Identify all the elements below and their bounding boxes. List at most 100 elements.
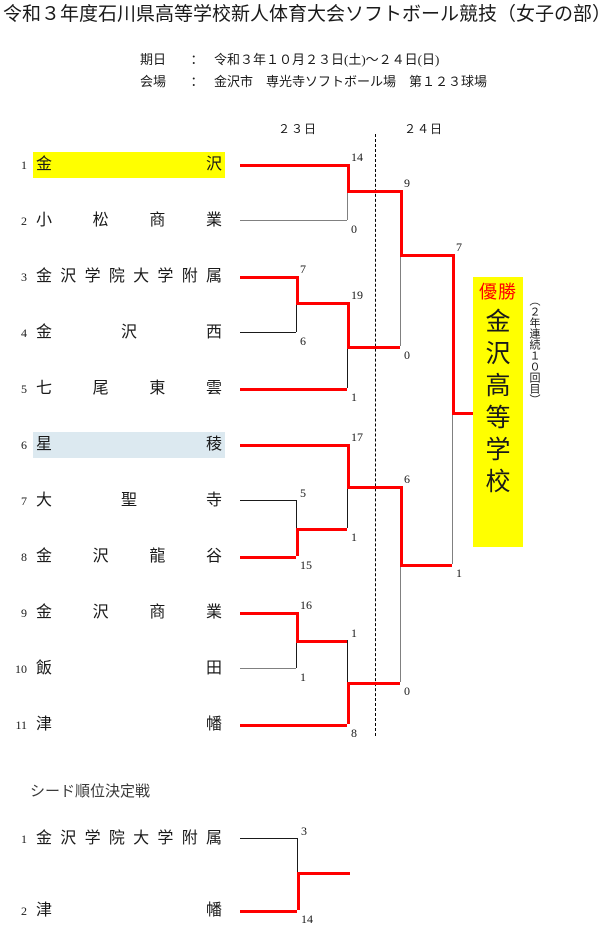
score-r2-shogyo: 1 [351, 626, 357, 640]
team-char: 沢 [92, 604, 109, 621]
team-char: 金 [36, 604, 53, 621]
team-char: 沢 [60, 268, 77, 285]
team-name-11: 津 幡 [33, 712, 225, 738]
bracket-connector-3v4-lose [296, 302, 297, 332]
bracket-connector-r2-top-win [347, 302, 350, 346]
bracket-connector-qf-top-lose [400, 254, 401, 346]
bracket-advance-seiryo-final [400, 564, 452, 567]
champion-box: 優勝 金 沢 高 等 学 校 [473, 277, 523, 547]
team-char: 幡 [205, 716, 222, 733]
team-char: 院 [108, 830, 125, 847]
seed-number: 1 [21, 158, 27, 172]
champion-name-char: 高 [485, 373, 511, 400]
bracket-advance-shogyo-r2 [296, 640, 347, 643]
champion-name-char: 学 [485, 437, 511, 464]
bracket-connector-r2-mid-win [347, 444, 350, 486]
bracket-connector-7v8-lose [296, 500, 297, 528]
team-char: 寺 [205, 492, 222, 509]
score-r1-komatsu: 0 [351, 222, 357, 236]
event-venue-label: 会場 [140, 74, 167, 89]
team-name-5: 七 尾 東 雲 [33, 376, 225, 402]
champion-name-char: 等 [485, 405, 511, 432]
team-char: 金 [36, 830, 53, 847]
seed-bracket-line-1 [240, 838, 297, 839]
team-char: 業 [205, 212, 222, 229]
champion-label: 優勝 [479, 282, 517, 302]
seed-number: 3 [21, 270, 27, 284]
team-char: 金 [36, 156, 53, 173]
score-qf-kanazawa: 9 [404, 176, 410, 190]
bracket-line-team8 [240, 556, 296, 559]
bracket-champion-stub [452, 412, 478, 415]
event-date-label: 期日 [140, 52, 167, 67]
bracket-connector-qf-top-win [400, 190, 403, 254]
seed-score-2: 14 [301, 912, 313, 926]
event-date-value: 令和３年１０月２３日(土)〜２４日(日) [214, 52, 440, 67]
bracket-connector-1v2-win [347, 164, 350, 190]
team-char: 業 [205, 604, 222, 621]
bracket-line-team6 [240, 444, 347, 447]
team-char: 学 [84, 830, 101, 847]
score-qf-gakuin: 0 [404, 348, 410, 362]
day-heading-24: ２４日 [404, 122, 444, 136]
bracket-connector-9v10-win [296, 612, 299, 640]
bracket-advance-ryukoku-r2 [296, 528, 347, 531]
champion-name: 金 沢 高 等 学 校 [485, 307, 510, 499]
bracket-advance-seiryo-sf [347, 486, 400, 489]
bracket-line-team10 [240, 668, 296, 669]
team-char: 大 [36, 492, 53, 509]
team-name-1: 金 沢 [33, 152, 225, 178]
bracket-line-team9 [240, 612, 296, 615]
team-char: 稜 [205, 436, 222, 453]
score-r2-seiryo: 17 [351, 430, 363, 444]
team-char: 属 [205, 830, 222, 847]
team-char: 龍 [149, 548, 166, 565]
score-r2-nanao: 1 [351, 390, 357, 404]
bracket-connector-final-lose [452, 412, 453, 564]
bracket-connector-9v10-lose [296, 640, 297, 668]
team-char: 津 [36, 716, 53, 733]
seed-playoff-team-1: 金 沢 学 院 大 学 附 属 [33, 826, 225, 852]
team-char: 星 [36, 436, 53, 453]
seed-number: 7 [21, 494, 27, 508]
event-venue-row: 会場：金沢市 専光寺ソフトボール場 第１２３球場 [140, 72, 487, 92]
team-char: 津 [36, 902, 53, 919]
score-r1-ryukoku: 15 [300, 558, 312, 572]
seed-bracket-line-2 [240, 910, 297, 913]
bracket-advance-gakuin-qf [347, 346, 400, 349]
team-char: 幡 [205, 902, 222, 919]
team-name-8: 金 沢 龍 谷 [33, 544, 225, 570]
seed-number: 8 [21, 550, 27, 564]
team-char: 飯 [36, 660, 53, 677]
bracket-connector-r2-top-lose [347, 346, 348, 388]
score-r2-ryukoku: 1 [351, 530, 357, 544]
seed-playoff-number: 2 [21, 904, 27, 918]
team-name-6: 星 稜 [33, 432, 225, 458]
day-heading-23: ２３日 [278, 122, 318, 136]
bracket-advance-kanazawa-qf [347, 190, 400, 193]
seed-number: 5 [21, 382, 27, 396]
team-char: 商 [149, 604, 166, 621]
page-title: 令和３年度石川県高等学校新人体育大会ソフトボール競技（女子の部） [3, 4, 600, 25]
team-char: 沢 [92, 548, 109, 565]
bracket-line-team3 [240, 276, 296, 279]
score-r2-gakuin: 19 [351, 288, 363, 302]
seed-number: 9 [21, 606, 27, 620]
team-char: 尾 [92, 380, 109, 397]
day-divider [375, 134, 376, 736]
team-char: 聖 [120, 492, 137, 509]
champion-name-char: 金 [485, 309, 511, 336]
seed-playoff-number: 1 [21, 832, 27, 846]
team-char: 金 [36, 324, 53, 341]
bracket-line-team5 [240, 388, 347, 391]
bracket-connector-sf-bottom-lose [400, 564, 401, 682]
bracket-connector-r2-bottom-lose [347, 640, 348, 682]
team-char: 学 [157, 830, 174, 847]
team-char: 大 [133, 268, 150, 285]
champion-name-char: 沢 [485, 341, 511, 368]
event-venue-colon: ： [190, 74, 204, 89]
champion-note: （２年連続１０回目） [528, 295, 540, 405]
bracket-connector-1v2-lose [347, 190, 348, 220]
team-char: 松 [92, 212, 109, 229]
bracket-line-team7 [240, 500, 296, 501]
